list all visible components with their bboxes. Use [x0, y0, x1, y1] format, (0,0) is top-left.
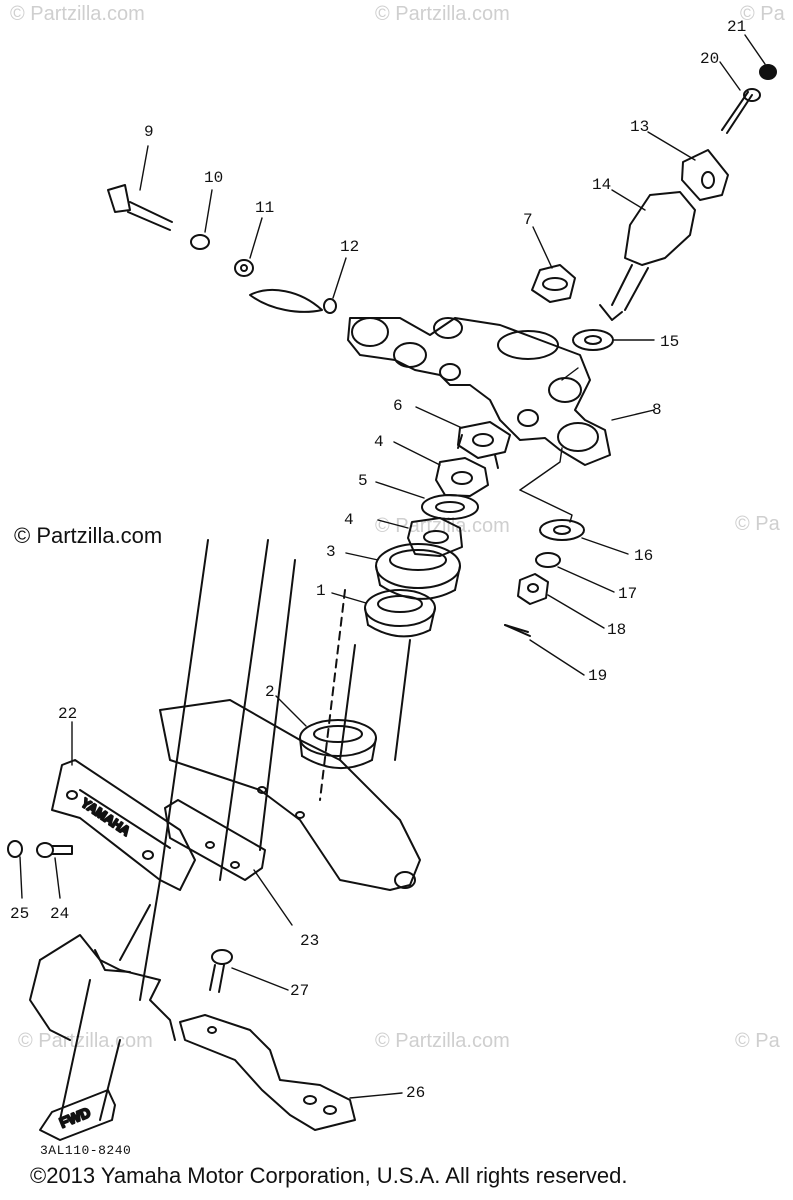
bearing-2 — [299, 719, 377, 770]
callout-25: 25 — [10, 905, 29, 923]
upper-bracket-8 — [347, 317, 611, 466]
watermark-low-center: © Partzilla.com — [375, 1030, 510, 1052]
callout-4b: 4 — [344, 511, 354, 529]
callout-13: 13 — [630, 118, 649, 136]
watermark-top-left: © Partzilla.com — [10, 3, 145, 25]
callout-21: 21 — [727, 18, 746, 36]
callout-22: 22 — [58, 705, 77, 723]
bracket-26 — [179, 1014, 356, 1131]
cap-nut-7 — [531, 264, 576, 303]
callout-7: 7 — [523, 211, 533, 229]
callout-10: 10 — [204, 169, 223, 187]
callout-26: 26 — [406, 1084, 425, 1102]
callout-8: 8 — [652, 401, 662, 419]
lower-bracket — [159, 699, 421, 891]
handlebar-holder-upper — [681, 149, 729, 201]
callout-16: 16 — [634, 547, 653, 565]
emblem-plate-22 — [51, 759, 196, 891]
washer-11 — [234, 259, 254, 277]
fork-tube-left — [59, 539, 269, 1121]
callout-23: 23 — [300, 932, 319, 950]
copyright-notice: ©2013 Yamaha Motor Corporation, U.S.A. A… — [30, 1163, 628, 1188]
bracket-23 — [164, 799, 266, 881]
callout-12: 12 — [340, 238, 359, 256]
leader-lines — [19, 34, 766, 1099]
ring-nut-4-upper — [435, 457, 489, 497]
callout-9: 9 — [144, 123, 154, 141]
bolt-20 — [721, 88, 761, 134]
callout-20: 20 — [700, 50, 719, 68]
callout-15: 15 — [660, 333, 679, 351]
callout-17: 17 — [618, 585, 637, 603]
lock-washer-17 — [535, 552, 561, 568]
callout-14: 14 — [592, 176, 611, 194]
bolt-9 — [107, 184, 173, 231]
watermark-mid-right: © Pa — [735, 513, 780, 535]
cap-21 — [759, 64, 777, 80]
brand-plate-text: YAMAHA — [78, 795, 133, 839]
callout-5: 5 — [358, 472, 368, 490]
watermark-top-right: © Pa — [740, 3, 785, 25]
cotter-pin-19 — [504, 624, 531, 637]
callout-2: 2 — [265, 683, 275, 701]
callout-18: 18 — [607, 621, 626, 639]
bolt-27 — [209, 949, 233, 993]
cable-tie-12 — [249, 289, 337, 314]
frame-lower — [29, 934, 176, 1041]
handlebar-holder-lower — [599, 191, 696, 321]
callout-6: 6 — [393, 397, 403, 415]
bolt-24 — [36, 842, 73, 858]
lock-washer-6 — [457, 421, 511, 469]
cap-25 — [7, 840, 23, 858]
fwd-arrow-icon — [39, 1089, 116, 1141]
washer-15 — [572, 329, 614, 351]
bearing-1 — [364, 589, 436, 638]
washer-10 — [190, 234, 210, 250]
callout-4a: 4 — [374, 433, 384, 451]
washer-16 — [539, 519, 585, 541]
callout-19: 19 — [588, 667, 607, 685]
diagram-code: 3AL110-8240 — [40, 1143, 132, 1158]
watermark-top-center: © Partzilla.com — [375, 3, 510, 25]
callout-3: 3 — [326, 543, 336, 561]
watermark-mid-left: © Partzilla.com — [14, 523, 163, 548]
nut-18 — [517, 573, 549, 605]
callout-27: 27 — [290, 982, 309, 1000]
callout-numbers: 1 2 3 4 4 5 6 7 8 9 10 11 12 13 14 15 16… — [10, 18, 746, 1102]
callout-1: 1 — [316, 582, 326, 600]
watermark-low-right: © Pa — [735, 1030, 780, 1052]
callout-24: 24 — [50, 905, 69, 923]
callout-11: 11 — [255, 199, 274, 217]
washer-5 — [421, 494, 479, 520]
